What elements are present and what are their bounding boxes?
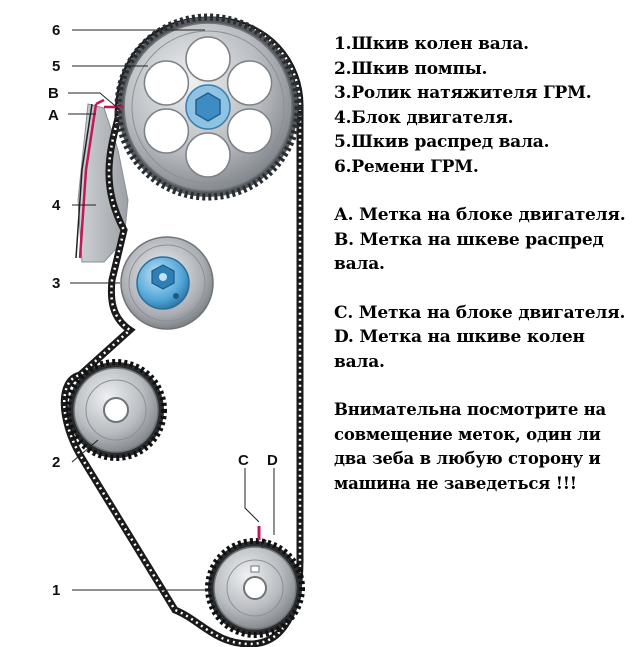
callout-c: C	[238, 452, 249, 469]
block-mark-a-line	[78, 103, 98, 259]
legend-part-5: 5.Шкив распред вала.	[334, 132, 550, 152]
legend-mark-b: B. Метка на шкеве распред вала.	[334, 229, 604, 275]
tensioner-roller	[120, 236, 214, 330]
callout-2: 2	[52, 454, 60, 471]
callout-3: 3	[52, 275, 60, 292]
legend-part-2: 2.Шкив помпы.	[334, 58, 488, 79]
callout-a: A	[48, 107, 59, 124]
legend: 1.Шкив колен вала. 2.Шкив помпы. 3.Ролик…	[334, 32, 634, 496]
cam-hole	[185, 36, 231, 82]
crankshaft-pulley	[205, 538, 305, 638]
crank-mark-d	[261, 539, 267, 549]
cam-hole	[143, 108, 190, 154]
callout-1: 1	[52, 582, 60, 599]
block-edge-dark	[75, 103, 93, 259]
water-pump-pulley	[65, 359, 167, 461]
timing-belt-diagram: 6 5 B A 4 3 2 1 C D	[48, 13, 305, 647]
legend-part-3: 3.Ролик натяжителя ГРМ.	[334, 83, 592, 103]
cam-hole	[226, 108, 273, 154]
cam-hole	[185, 132, 231, 178]
cam-hole	[143, 60, 190, 106]
leader-lines	[68, 29, 275, 591]
legend-mark-d: D. Метка на шкиве колен вала.	[334, 327, 585, 372]
legend-part-1: 1.Шкив колен вала.	[334, 34, 529, 54]
callout-5: 5	[52, 58, 60, 75]
callout-6: 6	[52, 22, 60, 39]
legend-part-4: 4.Блок двигателя.	[334, 107, 514, 128]
cam-hub-bolt	[195, 92, 221, 122]
legend-warning-note: Внимательна посмотрите на совмещение мет…	[334, 400, 607, 493]
cam-hole	[226, 60, 273, 106]
legend-mark-c: С. Метка на блоке двигателя.	[334, 302, 626, 323]
camshaft-pulley	[114, 13, 302, 201]
callout-b: B	[48, 85, 59, 102]
block-mark-a	[95, 98, 105, 106]
callout-d: D	[267, 452, 278, 469]
callout-4: 4	[52, 197, 61, 214]
legend-part-6: 6.Ремени ГРМ.	[334, 156, 479, 177]
legend-mark-a: А. Метка на блоке двигателя.	[334, 205, 626, 225]
